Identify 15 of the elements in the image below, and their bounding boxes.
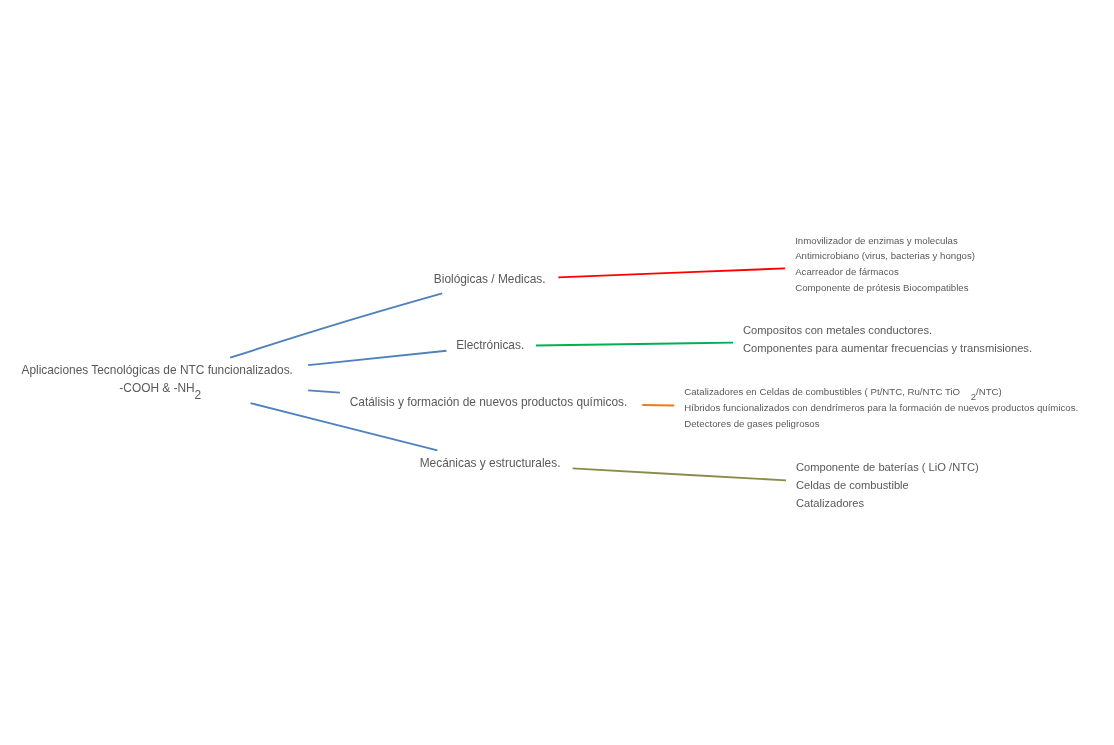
connector xyxy=(229,291,444,359)
connector xyxy=(571,466,787,481)
node-text: Biológicas / Medicas. xyxy=(433,271,546,286)
connector xyxy=(557,266,786,278)
node-text: Compositos con metales conductores. Componentes para aumentar frecuencias y transmisiones. xyxy=(743,323,1033,354)
node-text: Catálisis y formación de nuevos productos químicos. xyxy=(349,394,628,409)
node-text: Mecánicas y estructurales. xyxy=(419,455,561,470)
node-text: Componente de baterías ( LiO /NTC) Celdas de combustible Catalizadores xyxy=(795,460,979,509)
connector xyxy=(641,403,676,406)
connector xyxy=(535,341,734,346)
connector xyxy=(307,389,341,393)
connector xyxy=(307,349,448,366)
connector xyxy=(249,401,439,451)
node-text: Inmovilizador de enzimas y moleculas Antimicrobiano (virus, bacterias y hongos) Acarreador de fármacos Componente de prótesis Biocompatibles xyxy=(795,234,975,293)
node-text: Electrónicas. xyxy=(456,337,525,352)
